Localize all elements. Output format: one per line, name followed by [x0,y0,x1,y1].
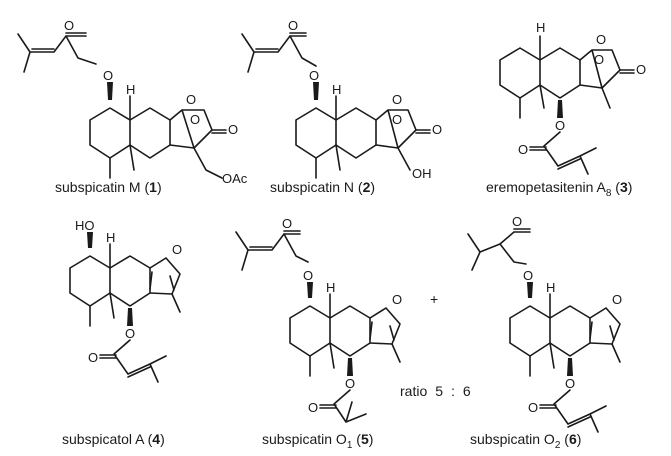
hydroxyl-label: HO [75,218,95,233]
oxygen-atom-label: O [523,268,533,283]
substituent-label: OH [412,166,432,181]
oxygen-atom-label: O [392,92,402,107]
oxygen-atom-label: O [125,326,135,341]
caption-compound-1: subspicatin M (1) [55,179,162,195]
oxygen-atom-label: O [309,68,319,83]
oxygen-atom-label: O [432,122,442,137]
oxygen-atom-label: O [392,292,402,307]
oxygen-atom-label: O [288,18,298,33]
oxygen-atom-label: O [518,142,528,157]
caption-compound-2: subspicatin N (2) [270,179,375,195]
hydrogen-atom-label: H [332,82,341,97]
oxygen-atom-label: O [392,112,402,127]
oxygen-atom-label: O [636,62,646,77]
oxygen-atom-label: O [528,400,538,415]
hydrogen-atom-label: H [326,280,335,295]
caption-compound-5: subspicatin O1 (5) [262,431,373,451]
oxygen-atom-label: O [88,350,98,365]
structure-compound-2: O O H O O O OH [241,18,442,181]
substituent-label: OAc [222,171,248,186]
oxygen-atom-label: O [555,118,565,133]
hydrogen-atom-label: H [536,20,545,35]
plus-sign: + [430,291,438,307]
oxygen-atom-label: O [596,32,606,47]
oxygen-atom-label: O [612,292,622,307]
oxygen-atom-label: O [228,122,238,137]
hydrogen-atom-label: H [546,280,555,295]
oxygen-atom-label: O [565,376,575,391]
oxygen-atom-label: O [190,112,200,127]
oxygen-atom-label: O [594,52,604,67]
caption-compound-4: subspicatol A (4) [62,431,165,447]
oxygen-atom-label: O [103,68,113,83]
oxygen-atom-label: O [172,242,182,257]
hydrogen-atom-label: H [126,82,135,97]
oxygen-atom-label: O [345,376,355,391]
oxygen-atom-label: O [303,268,313,283]
oxygen-atom-label: O [308,400,318,415]
caption-compound-3: eremopetasitenin A8 (3) [486,179,632,199]
structure-compound-3: H O O O O O [499,20,646,175]
oxygen-atom-label: O [282,216,292,231]
structure-compound-5: O O H O O O [235,216,402,423]
oxygen-atom-label: O [512,214,522,229]
structure-compound-1: O O H O O O OAc [17,18,248,186]
oxygen-atom-label: O [64,18,74,33]
hydrogen-atom-label: H [106,230,115,245]
caption-compound-6: subspicatin O2 (6) [470,431,581,451]
structure-compound-4: HO H O O O [69,218,182,383]
oxygen-atom-label: O [186,92,196,107]
structure-compound-6: O O H O O O [467,214,622,433]
